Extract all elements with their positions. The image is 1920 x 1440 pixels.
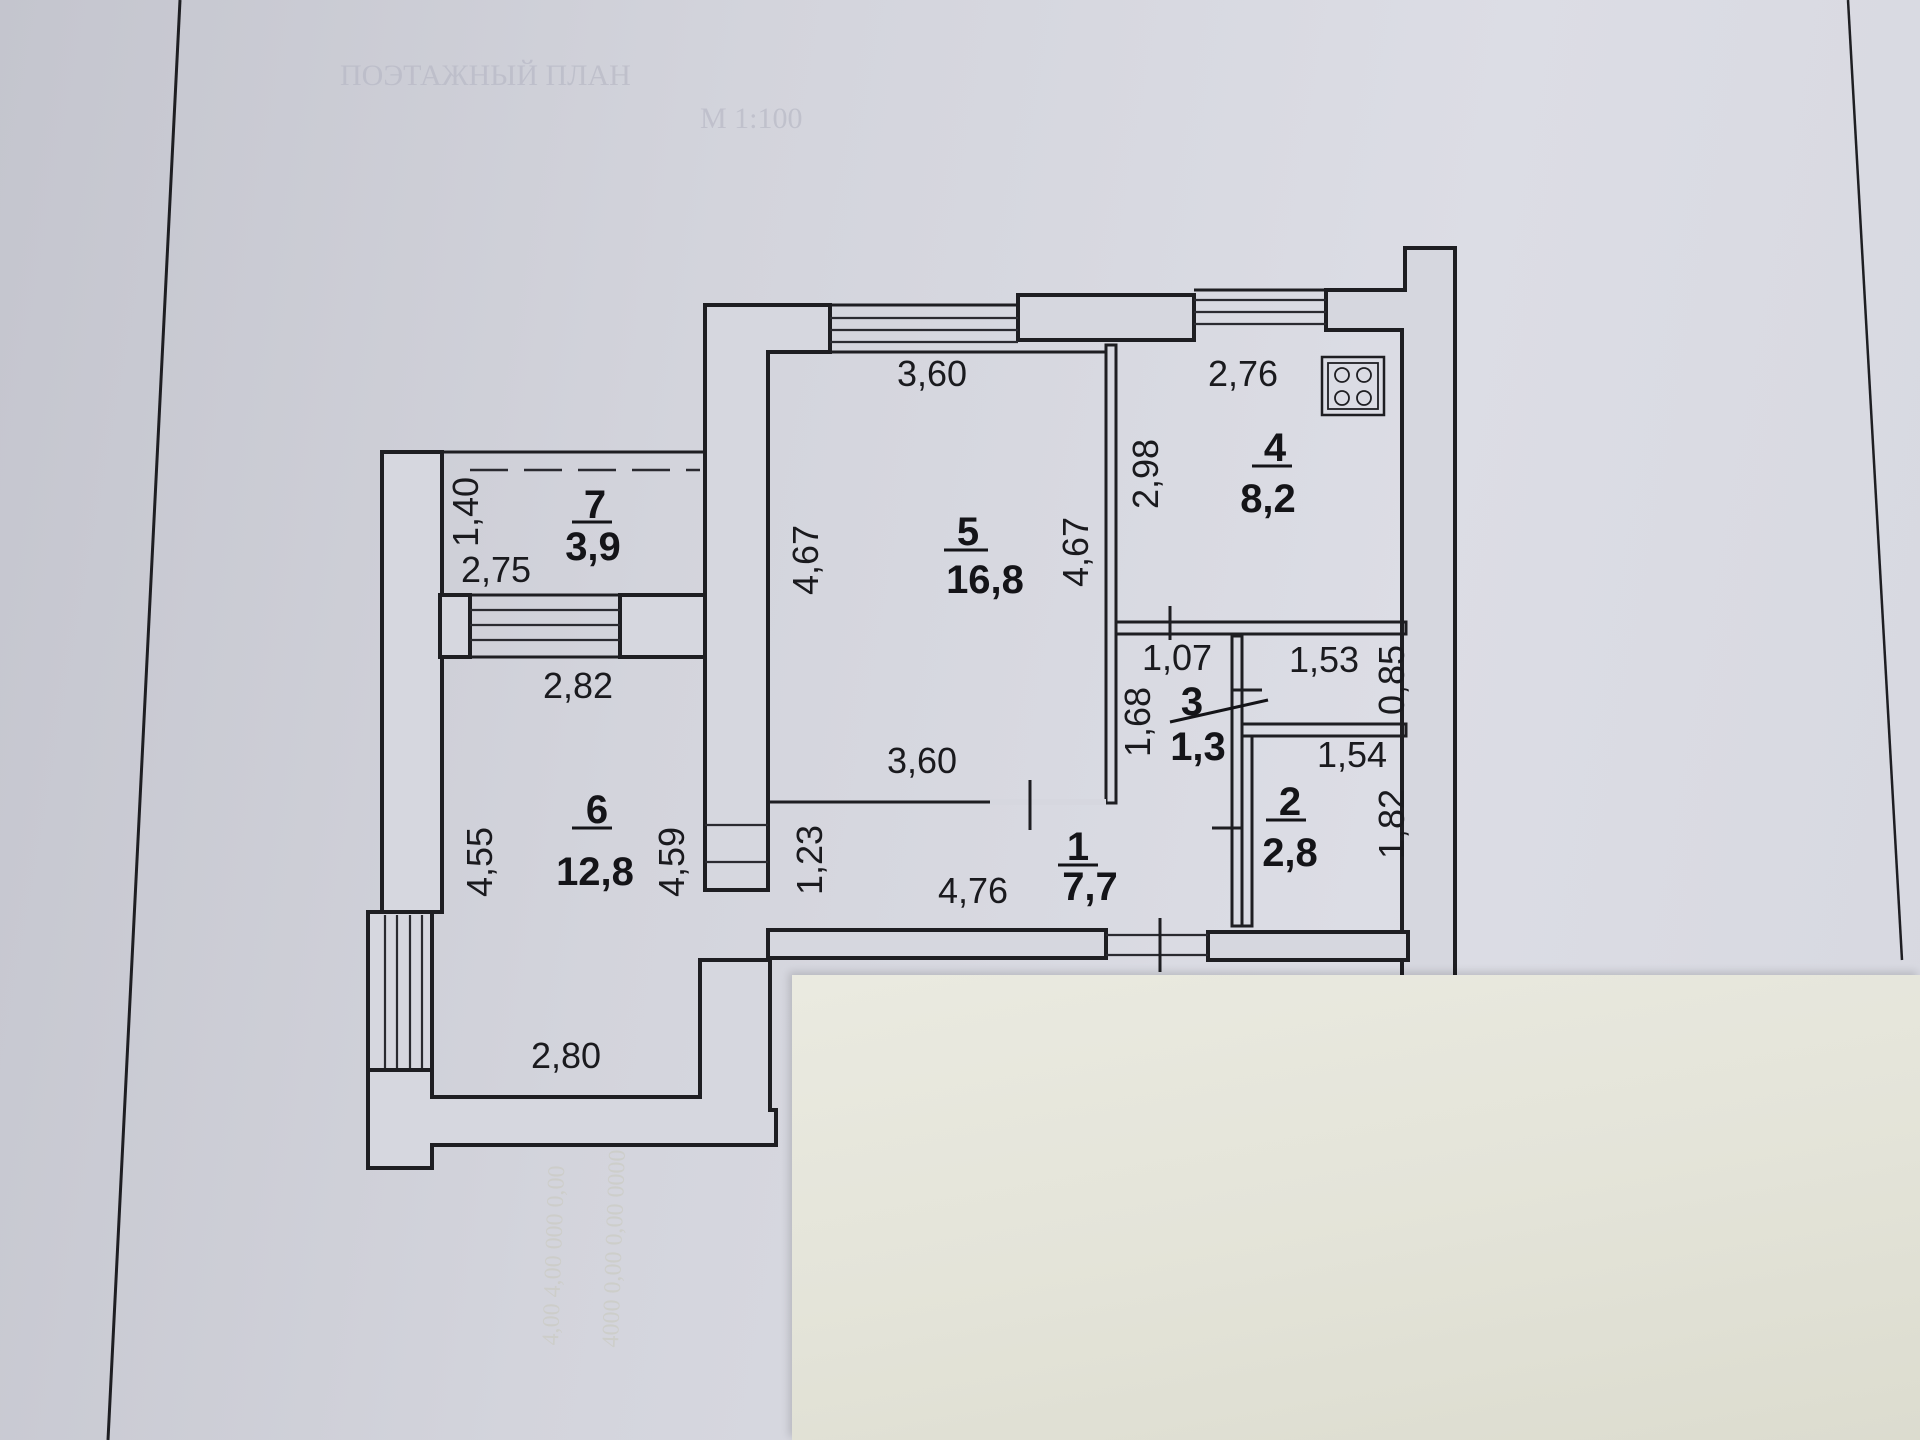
header-line-1: ПОЭТАЖНЫЙ ПЛАН [340, 59, 631, 92]
room-5-number: 5 [957, 510, 979, 554]
stove-icon [1320, 355, 1386, 417]
wall-top-middle [1016, 293, 1196, 342]
wall-wc-bottom [1240, 722, 1408, 738]
header-line-2: М 1:100 [700, 102, 803, 135]
room-4-number: 4 [1264, 426, 1287, 470]
dim-r5-left: 4,67 [785, 525, 826, 595]
dim-r6-bottom: 2,80 [531, 1035, 601, 1076]
dim-r5-bottom: 3,60 [887, 740, 957, 781]
dim-r1-side: 1,23 [789, 825, 830, 895]
wall-balcony-left [380, 450, 444, 914]
dim-r3-top: 1,07 [1142, 637, 1212, 678]
room-6-area: 12,8 [556, 850, 634, 894]
room-7-number: 7 [584, 483, 606, 527]
frame-right-line [1846, 0, 1904, 961]
room-2-number: 2 [1279, 780, 1301, 824]
dim-r6-right: 4,59 [651, 827, 692, 897]
dim-r7-side: 1,40 [445, 477, 486, 547]
dim-r2-side: 1,82 [1371, 789, 1412, 859]
wall-room6-bottom [366, 958, 778, 1170]
dim-r4-top: 2,76 [1208, 353, 1278, 394]
wall-partition-7-6-left [438, 593, 472, 659]
dim-r1-bottom: 4,76 [938, 870, 1008, 911]
dim-r2-top: 1,54 [1317, 734, 1387, 775]
dim-r6-top: 2,82 [543, 665, 613, 706]
wall-corridor-bottom-right [1206, 930, 1410, 962]
dim-r5-top: 3,60 [897, 353, 967, 394]
room-3-area: 1,3 [1170, 725, 1226, 769]
wall-4-bottom [1114, 620, 1408, 636]
wall-2-left [1240, 734, 1254, 928]
dim-r3-side: 1,68 [1117, 687, 1158, 757]
dim-wc-side: 0,85 [1371, 645, 1412, 715]
room-6-number: 6 [586, 788, 608, 832]
overlay-text: 4,00 4,00 000 0,00 4000 0,00 0,00 0000 [521, 305, 937, 1358]
room-3-number: 3 [1181, 680, 1203, 724]
dim-r4-left: 2,98 [1125, 439, 1166, 509]
room-4-area: 8,2 [1240, 477, 1296, 521]
dim-wc-top: 1,53 [1289, 639, 1359, 680]
overlapping-paper-sheet: 4,00 4,00 000 0,00 4000 0,00 0,00 0000 [538, 975, 1920, 1440]
frame-left-line [106, 0, 182, 1440]
room-5-area: 16,8 [946, 558, 1024, 602]
dim-r5-right: 4,67 [1055, 517, 1096, 587]
room-7-area: 3,9 [565, 525, 621, 569]
room-1-number: 1 [1067, 825, 1089, 869]
wall-5-4 [1104, 343, 1118, 805]
room-2-area: 2,8 [1262, 831, 1318, 875]
wall-corridor-bottom-left [766, 928, 1108, 960]
room-label-7: 7 [572, 483, 612, 527]
dim-r6-left: 4,55 [459, 827, 500, 897]
dim-r7-bottom: 2,75 [461, 549, 531, 590]
room-1-area: 7,7 [1062, 865, 1118, 909]
